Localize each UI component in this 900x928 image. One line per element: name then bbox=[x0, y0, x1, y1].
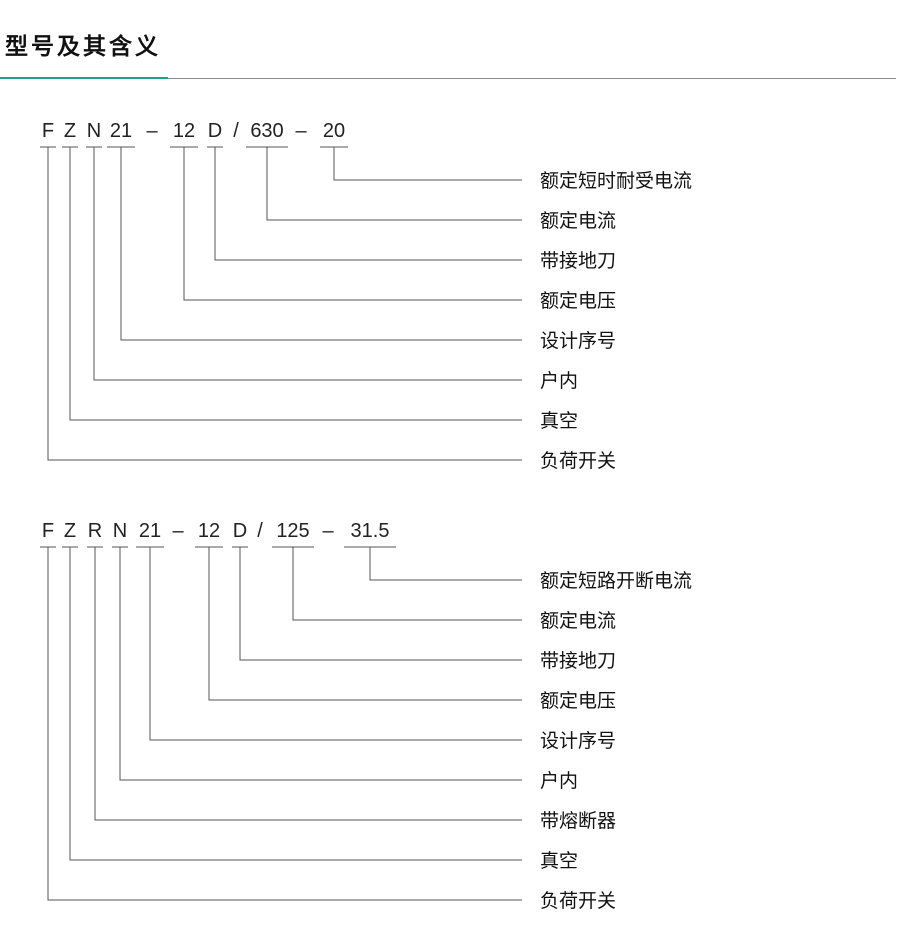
code-segment: 21 bbox=[110, 120, 132, 142]
code-segment: 630 bbox=[250, 120, 283, 142]
code-segment: N bbox=[113, 520, 127, 542]
leader-line bbox=[149, 547, 522, 741]
leader-line bbox=[183, 147, 522, 301]
code-segment: 31.5 bbox=[351, 520, 390, 542]
code-segment: – bbox=[146, 120, 158, 142]
title-rule bbox=[168, 78, 896, 79]
meaning-label: 真空 bbox=[540, 850, 578, 872]
code-segment: / bbox=[257, 520, 263, 542]
code-segment: Z bbox=[64, 520, 76, 542]
meaning-label: 带接地刀 bbox=[540, 250, 616, 272]
code-segment: – bbox=[322, 520, 334, 542]
code-segment: – bbox=[295, 120, 307, 142]
leader-line bbox=[333, 147, 522, 181]
leader-line bbox=[239, 547, 522, 661]
leader-line bbox=[47, 547, 522, 901]
code-segment: 125 bbox=[276, 520, 309, 542]
leader-line bbox=[208, 547, 522, 701]
code-segment: – bbox=[172, 520, 184, 542]
code-segment: 20 bbox=[323, 120, 345, 142]
leader-line bbox=[94, 547, 522, 821]
code-segment: / bbox=[233, 120, 239, 142]
code-segment: 21 bbox=[139, 520, 161, 542]
leader-line bbox=[119, 547, 522, 781]
meaning-label: 额定电流 bbox=[540, 610, 616, 632]
leader-line bbox=[292, 547, 522, 621]
code-segment: Z bbox=[64, 120, 76, 142]
meaning-label: 负荷开关 bbox=[540, 890, 616, 912]
code-segment: R bbox=[88, 520, 102, 542]
meaning-label: 额定短路开断电流 bbox=[540, 570, 692, 592]
leader-line bbox=[120, 147, 522, 341]
page-title: 型号及其含义 bbox=[5, 34, 161, 60]
meaning-label: 设计序号 bbox=[540, 730, 616, 752]
title-rule-accent bbox=[0, 77, 168, 79]
leader-line bbox=[214, 147, 522, 261]
meaning-label: 户内 bbox=[540, 770, 578, 792]
meaning-label: 额定电压 bbox=[540, 690, 616, 712]
leader-line bbox=[69, 547, 522, 861]
meaning-label: 带接地刀 bbox=[540, 650, 616, 672]
meaning-label: 设计序号 bbox=[540, 330, 616, 352]
code-segment: D bbox=[233, 520, 247, 542]
meaning-label: 额定电流 bbox=[540, 210, 616, 232]
meaning-label: 额定短时耐受电流 bbox=[540, 170, 692, 192]
code-segment: 12 bbox=[173, 120, 195, 142]
leader-line bbox=[369, 547, 522, 581]
meaning-label: 额定电压 bbox=[540, 290, 616, 312]
leader-line bbox=[93, 147, 522, 381]
code-segment: F bbox=[42, 520, 54, 542]
leader-line bbox=[266, 147, 522, 221]
meaning-label: 带熔断器 bbox=[540, 810, 616, 832]
code-segment: D bbox=[208, 120, 222, 142]
meaning-label: 负荷开关 bbox=[540, 450, 616, 472]
code-segment: N bbox=[87, 120, 101, 142]
leader-line bbox=[69, 147, 522, 421]
code-segment: 12 bbox=[198, 520, 220, 542]
meaning-label: 户内 bbox=[540, 370, 578, 392]
meaning-label: 真空 bbox=[540, 410, 578, 432]
leader-line bbox=[47, 147, 522, 461]
code-segment: F bbox=[42, 120, 54, 142]
